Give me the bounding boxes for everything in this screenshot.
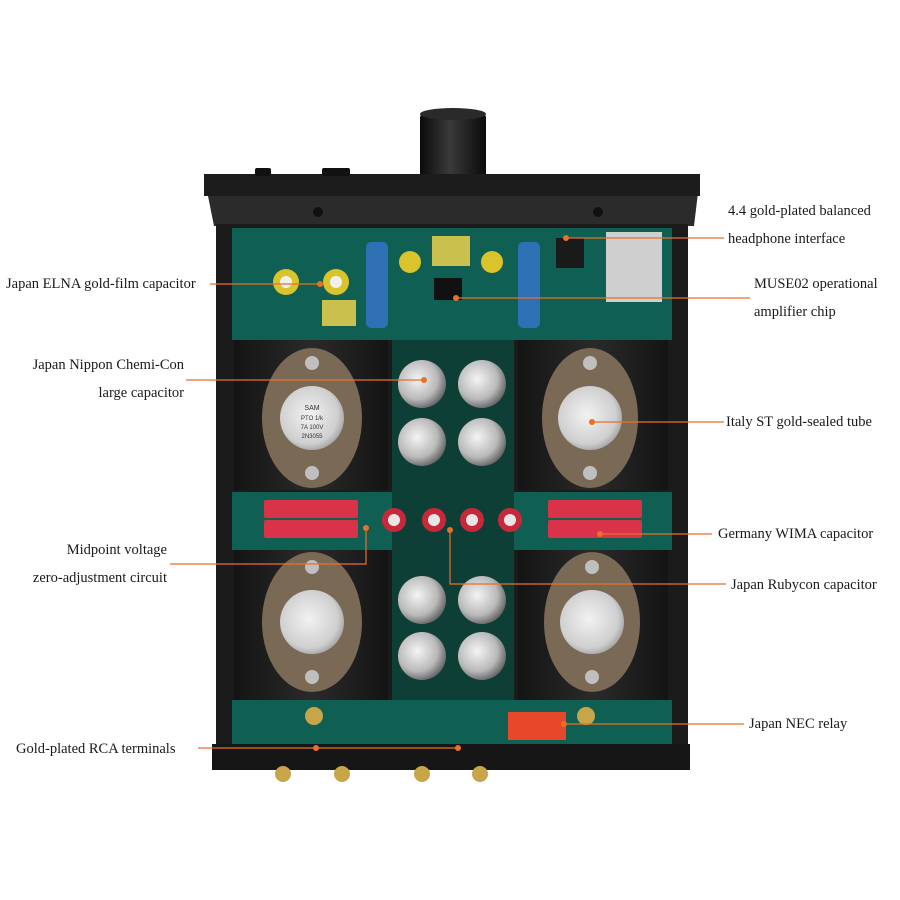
- large-capacitors: [398, 360, 506, 680]
- film-capacitor: [432, 236, 470, 266]
- rca-connector: [305, 707, 323, 725]
- label-wima-capacitor: Germany WIMA capacitor: [718, 520, 873, 548]
- headphone-jack: [606, 232, 662, 302]
- nec-relay: [508, 712, 566, 740]
- blue-capacitors: [366, 242, 540, 328]
- label-midpoint-circuit: Midpoint voltage zero-adjustment circuit: [0, 536, 167, 592]
- label-line: zero-adjustment circuit: [32, 570, 167, 586]
- front-panel: [204, 168, 700, 226]
- label-line: MUSE02 operational: [754, 276, 878, 292]
- rubycon-capacitors: [382, 508, 522, 532]
- rca-connector: [577, 707, 595, 725]
- power-transistor: [544, 552, 640, 692]
- label-headphone-interface: 4.4 gold-plated balanced headphone inter…: [728, 197, 871, 253]
- pcb-bottom: [232, 700, 672, 744]
- label-elna-capacitor: Japan ELNA gold-film capacitor: [6, 270, 196, 298]
- label-text: Germany WIMA capacitor: [718, 526, 874, 542]
- label-text: Italy ST gold-sealed tube: [726, 414, 872, 430]
- transistor-line1: PTO 1/k: [301, 416, 324, 422]
- label-chemicon-capacitor: Japan Nippon Chemi-Con large capacitor: [0, 351, 184, 407]
- label-line: large capacitor: [98, 385, 184, 401]
- elna-capacitors: [273, 251, 503, 295]
- rear-panel: [212, 744, 690, 782]
- label-st-tube: Italy ST gold-sealed tube: [726, 408, 872, 436]
- label-line: Midpoint voltage: [66, 542, 167, 558]
- transistor-line2: 7A 100V: [301, 425, 324, 431]
- volume-knob: [420, 108, 486, 182]
- label-line: 4.4 gold-plated balanced: [728, 203, 871, 219]
- power-transistor: SAM PTO 1/k 7A 100V 2N3055: [262, 348, 362, 488]
- label-rubycon-capacitor: Japan Rubycon capacitor: [731, 571, 877, 599]
- leader-lines: [170, 237, 750, 749]
- op-amp-chip: [434, 278, 462, 300]
- label-line: amplifier chip: [754, 304, 836, 320]
- label-nec-relay: Japan NEC relay: [749, 710, 847, 738]
- label-text: Gold-plated RCA terminals: [16, 741, 176, 757]
- label-line: Japan Nippon Chemi-Con: [32, 357, 184, 373]
- leader-points: [313, 235, 603, 751]
- label-text: Japan ELNA gold-film capacitor: [6, 276, 196, 292]
- film-capacitor: [322, 300, 356, 326]
- power-transistor: [262, 552, 362, 692]
- label-muse-opamp: MUSE02 operational amplifier chip: [754, 270, 878, 326]
- small-component: [556, 238, 584, 268]
- transistor-brand: SAM: [304, 405, 319, 412]
- power-transistor: [542, 348, 638, 488]
- transistor-part: 2N3055: [301, 434, 323, 440]
- label-text: Japan NEC relay: [749, 716, 848, 732]
- label-text: Japan Rubycon capacitor: [731, 577, 877, 593]
- label-line: headphone interface: [728, 231, 846, 247]
- label-rca-terminals: Gold-plated RCA terminals: [16, 735, 175, 763]
